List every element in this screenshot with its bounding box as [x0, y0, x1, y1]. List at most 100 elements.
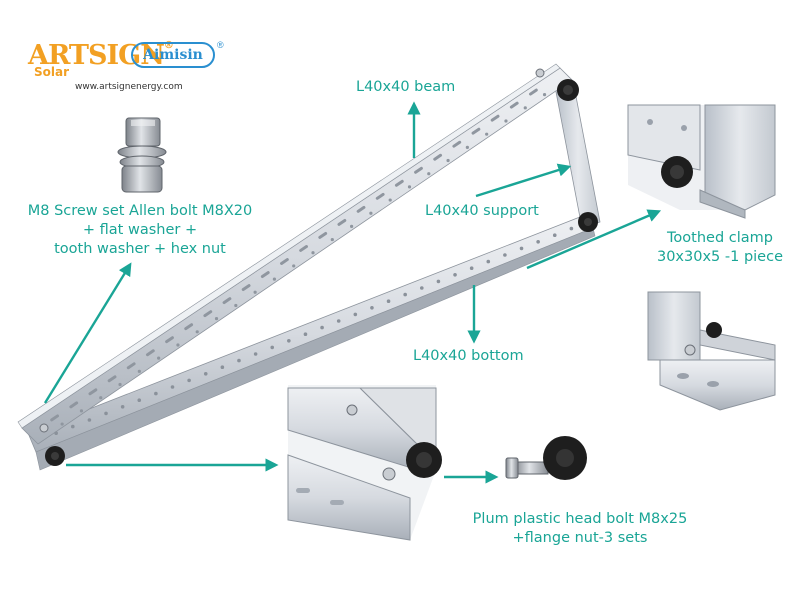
- beam-hole: [504, 119, 508, 123]
- label-support: L40x40 support: [425, 203, 539, 219]
- beam-slot: [490, 114, 500, 122]
- plum-knob-icon: [706, 322, 722, 338]
- beam-hole: [407, 185, 412, 189]
- beam-slot: [356, 205, 366, 213]
- beam-hole: [272, 277, 277, 281]
- rail-hole: [287, 339, 291, 343]
- beam-hole: [427, 172, 431, 176]
- screw-set-line-3: tooth washer + hex nut: [54, 241, 226, 257]
- beam-hole: [311, 251, 315, 255]
- beam-slot: [471, 127, 481, 135]
- beam-hole: [137, 369, 141, 373]
- rail-hole: [104, 411, 108, 416]
- triangle-frame: [17, 63, 601, 471]
- beam-slot: [528, 88, 538, 96]
- rail-hole: [137, 398, 142, 403]
- beam-hole: [388, 198, 392, 202]
- rail-hole: [87, 418, 92, 422]
- beam-slot: [184, 323, 194, 331]
- rail-hole: [569, 226, 574, 231]
- rail-hole: [54, 431, 58, 436]
- rail-hole: [253, 352, 258, 356]
- aimisin-logo: Aimisin: [131, 42, 215, 68]
- artsign-solar-text: Solar: [34, 65, 70, 79]
- beam-hole: [523, 106, 527, 110]
- beam-slot: [375, 192, 385, 200]
- beam-hole: [157, 356, 161, 360]
- beam-hole: [60, 422, 64, 426]
- rail-hole: [503, 253, 507, 257]
- beam-slot: [260, 271, 270, 279]
- beam-slot: [88, 388, 98, 396]
- rail-hole: [386, 299, 391, 304]
- plum-bolt-icon: [505, 436, 587, 480]
- rail-hole: [403, 292, 407, 297]
- beam-hole: [195, 330, 199, 334]
- arrow-icon: [526, 209, 662, 270]
- label-beam: L40x40 beam: [356, 79, 456, 95]
- screw-set-icon: [117, 117, 167, 193]
- label-screw-set: M8 Screw set Allen bolt M8X20 + flat was…: [15, 202, 265, 259]
- beam-slot: [299, 245, 308, 252]
- rail-hole: [320, 325, 324, 330]
- beam-hole: [99, 396, 103, 400]
- rail-hole: [353, 312, 358, 317]
- beam-hole: [350, 224, 354, 228]
- label-bottom: L40x40 bottom: [413, 348, 524, 364]
- beam-hole: [118, 382, 122, 387]
- rail-hole: [536, 240, 540, 244]
- beam-hole: [253, 290, 257, 294]
- beam-slot: [433, 153, 443, 161]
- plum-knob-icon: [578, 212, 598, 232]
- beam-hole: [485, 132, 489, 136]
- beam-hole: [292, 264, 296, 268]
- clamp-detail-top: [627, 104, 776, 219]
- beam-slot: [414, 166, 423, 174]
- beam-hole: [234, 303, 238, 308]
- beam-slot: [222, 297, 232, 305]
- arrow-icon: [475, 163, 572, 198]
- screw-set-line-2: + flat washer +: [82, 222, 198, 238]
- beam-hole: [176, 343, 180, 347]
- plum-knob-icon: [406, 442, 442, 478]
- rail-hole: [237, 358, 241, 363]
- rail-hole: [552, 233, 557, 237]
- beam-hole: [79, 409, 84, 413]
- bottom-rail: [27, 214, 596, 471]
- beam-slot: [241, 284, 251, 292]
- rail-hole: [203, 372, 208, 376]
- clamp-line-2: 30x30x5 -1 piece: [656, 249, 783, 265]
- arrow-icon: [43, 262, 132, 404]
- plum-line-2: +flange nut-3 sets: [512, 530, 648, 546]
- label-plum-bolt: Plum plastic head bolt M8x25 +flange nut…: [455, 510, 705, 548]
- beam-slot: [107, 375, 117, 383]
- label-toothed-clamp: Toothed clamp 30x30x5 -1 piece: [650, 229, 790, 267]
- beam-slot: [203, 310, 213, 318]
- rail-hole: [154, 391, 158, 396]
- plum-knob-icon: [557, 79, 579, 101]
- support-leg: [555, 85, 601, 229]
- rail-hole: [70, 424, 75, 429]
- beam-slot: [318, 231, 328, 239]
- beam-slot: [69, 401, 79, 409]
- clamp-line-1: Toothed clamp: [667, 230, 773, 246]
- plum-knob-icon: [661, 156, 693, 188]
- rail-hole: [469, 266, 474, 271]
- beam-slots: [50, 88, 547, 426]
- beam-hole: [465, 145, 469, 149]
- rail-hole: [170, 385, 175, 389]
- rail-hole: [220, 365, 225, 370]
- screw-set-line-1: M8 Screw set Allen bolt M8X20: [27, 203, 253, 219]
- beam-hole: [446, 158, 450, 163]
- rail-hole: [120, 405, 125, 409]
- website-url: www.artsignenergy.com: [75, 82, 183, 92]
- rail-hole: [187, 378, 191, 383]
- rail-holes: [54, 226, 574, 436]
- artsign-registered-mark: ®: [163, 40, 174, 51]
- callout-arrows: [43, 101, 662, 484]
- beam-slot: [126, 362, 136, 370]
- beam-hole: [330, 237, 334, 242]
- rail-hole: [453, 273, 457, 277]
- joint-detail: [287, 385, 442, 541]
